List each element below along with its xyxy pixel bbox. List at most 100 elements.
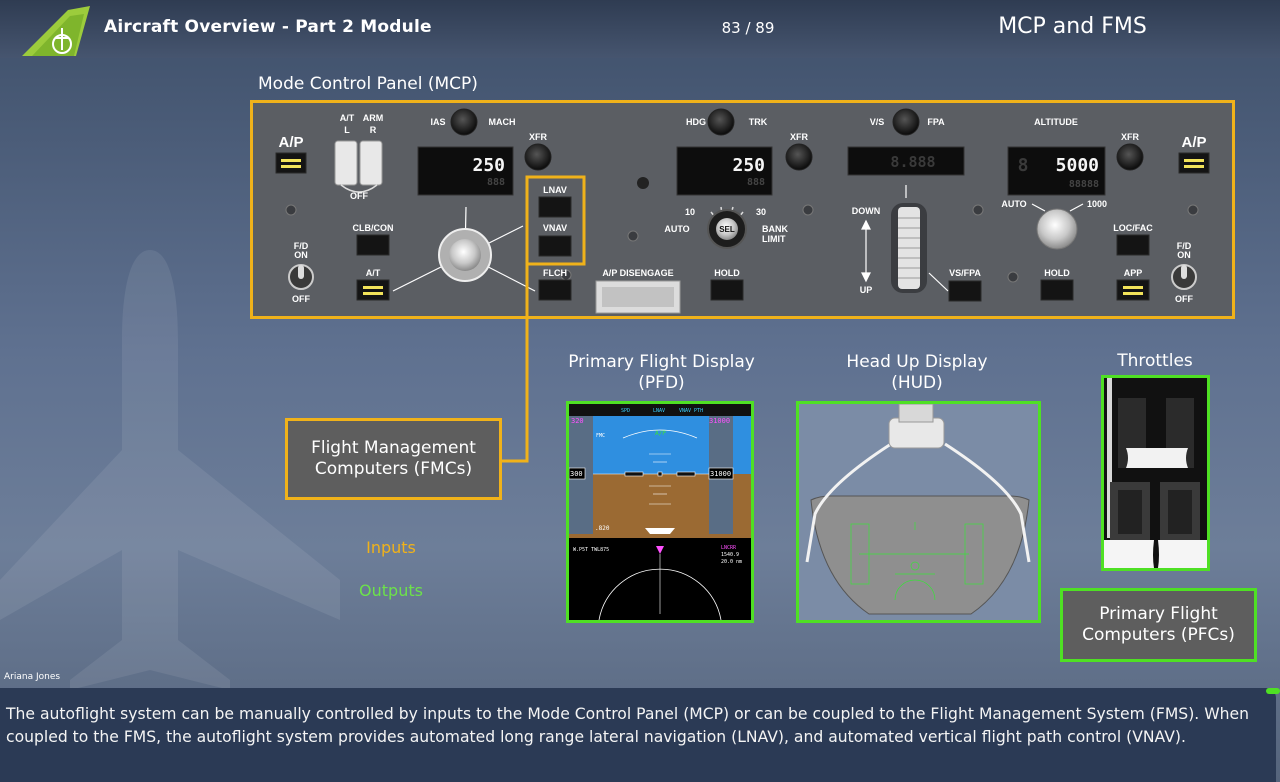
vs-label: V/S <box>870 117 885 127</box>
pfd-caption-line-2: (PFD) <box>638 373 685 393</box>
at-left-label: L <box>344 125 350 135</box>
sel-label: SEL <box>719 225 735 234</box>
bank-30-label: 30 <box>756 207 766 217</box>
head-up-display <box>799 403 1038 620</box>
mcp-label: Mode Control Panel (MCP) <box>258 74 478 94</box>
heading-sel-knob[interactable] <box>716 218 738 240</box>
alt-1000-label: 1000 <box>1087 199 1107 209</box>
ap-left-label: A/P <box>278 134 303 151</box>
at-right-label: R <box>370 125 377 135</box>
at-arm-left-switch[interactable] <box>334 140 358 186</box>
fd-right-off-label: OFF <box>1175 294 1193 304</box>
lnav-label: LNAV <box>543 185 567 195</box>
vnav-label: VNAV <box>543 223 567 233</box>
pfd-nd-left: W.P5T TWL875 <box>573 547 609 553</box>
altitude-ghost-digit: 8 <box>1018 155 1029 176</box>
description-text: The autoflight system can be manually co… <box>6 705 1249 746</box>
legend-outputs: Outputs <box>359 581 423 600</box>
vs-fpa-button[interactable] <box>948 280 982 302</box>
app-label: APP <box>1124 268 1143 278</box>
speed-xfr-knob[interactable] <box>524 143 552 171</box>
lnav-vnav-highlight <box>525 175 586 266</box>
svg-text:VNAV PTH: VNAV PTH <box>679 408 703 414</box>
speed-value: 250 <box>472 155 505 176</box>
bank-limit-label-2: LIMIT <box>762 234 786 244</box>
ap-left-button[interactable]: A/P <box>275 134 307 174</box>
at-arm-right-switch[interactable] <box>359 140 383 186</box>
fd-left-on-label: ON <box>294 250 308 260</box>
fd-right-on-label: ON <box>1177 250 1191 260</box>
fd-left-label: F/D <box>294 241 309 251</box>
hdg-hold-button[interactable] <box>710 279 744 301</box>
pfd-alt-top: 31000 <box>709 417 730 425</box>
course-title: Aircraft Overview - Part 2 Module <box>104 17 432 37</box>
svg-text:LNAV: LNAV <box>653 408 665 414</box>
hdg-indicator-lamp <box>637 177 649 189</box>
ap-disengage-label: A/P DISENGAGE <box>602 268 673 278</box>
mcp-highlight-frame <box>250 100 1235 319</box>
bank-auto-label: AUTO <box>664 224 689 234</box>
section-title: MCP and FMS <box>998 14 1147 39</box>
flch-button[interactable] <box>538 279 572 301</box>
hdg-xfr-label: XFR <box>790 132 809 142</box>
at-arm-label: ARM <box>363 113 384 123</box>
vnav-button[interactable] <box>538 235 572 257</box>
author-name: Ariana Jones <box>4 672 61 682</box>
at-arm-at-label: A/T <box>340 113 355 123</box>
legend-inputs: Inputs <box>366 538 416 557</box>
heading-display <box>676 146 773 196</box>
altitude-value: 5000 <box>1056 155 1099 176</box>
ap-right-button[interactable]: A/P <box>1178 134 1210 174</box>
pfd-caption-line-1: Primary Flight Display <box>568 352 755 372</box>
vs-thumbwheel[interactable] <box>891 203 927 293</box>
clb-con-button[interactable] <box>356 234 390 256</box>
loc-fac-button[interactable] <box>1116 234 1150 256</box>
vs-fpa-knob[interactable] <box>892 108 920 136</box>
speed-sub-value: 888 <box>487 177 505 188</box>
clb-con-label: CLB/CON <box>353 223 394 233</box>
lnav-button[interactable] <box>538 196 572 218</box>
vs-down-label: DOWN <box>852 206 881 216</box>
alt-hold-button[interactable] <box>1040 279 1074 301</box>
vs-display <box>847 146 965 176</box>
hud-image-frame <box>796 401 1041 623</box>
ap-right-label: A/P <box>1181 134 1206 151</box>
flch-label: FLCH <box>543 268 567 278</box>
panel-corner-tab[interactable] <box>1266 688 1280 694</box>
pfd-speed-box: 300 <box>570 470 583 478</box>
pfc-line-1: Primary Flight <box>1099 604 1218 624</box>
ias-label: IAS <box>430 117 445 127</box>
fd-right-label: F/D <box>1177 241 1192 251</box>
heading-value: 250 <box>732 155 765 176</box>
heading-sub-value: 888 <box>747 177 765 188</box>
hdg-xfr-knob[interactable] <box>785 143 813 171</box>
at-button[interactable] <box>356 279 390 301</box>
hud-caption-line-1: Head Up Display <box>846 352 988 372</box>
pfd-nd-right: LNCRR <box>721 545 737 551</box>
altitude-label: ALTITUDE <box>1034 117 1078 127</box>
app-button[interactable] <box>1116 279 1150 301</box>
pfd-nd-time: 20.0 nm <box>721 559 742 565</box>
pfd-caption: Primary Flight Display (PFD) <box>560 352 763 394</box>
hdg-trk-knob[interactable] <box>707 108 735 136</box>
throttles-caption: Throttles <box>1117 351 1193 371</box>
pfd-nd-dist: 1540.9 <box>721 552 739 558</box>
bank-limit-label-1: BANK <box>762 224 788 234</box>
altitude-selector-knob[interactable] <box>1036 208 1078 250</box>
ias-mach-knob[interactable] <box>450 108 478 136</box>
fmc-line-1: Flight Management <box>311 438 476 458</box>
header-bar <box>0 0 1280 58</box>
pfd-fmc-label: FMC <box>596 433 605 439</box>
pfc-box: Primary Flight Computers (PFCs) <box>1060 588 1257 662</box>
vs-up-label: UP <box>860 285 873 295</box>
hdg-hold-label: HOLD <box>714 268 740 278</box>
trk-label: TRK <box>749 117 768 127</box>
at-off-label: OFF <box>350 191 368 201</box>
tail-logo-icon <box>22 6 90 56</box>
fpa-label: FPA <box>927 117 945 127</box>
vs-value: 8.888 <box>890 153 935 171</box>
pfc-line-2: Computers (PFCs) <box>1082 625 1235 645</box>
alt-xfr-knob[interactable] <box>1116 143 1144 171</box>
alt-auto-label: AUTO <box>1001 199 1026 209</box>
